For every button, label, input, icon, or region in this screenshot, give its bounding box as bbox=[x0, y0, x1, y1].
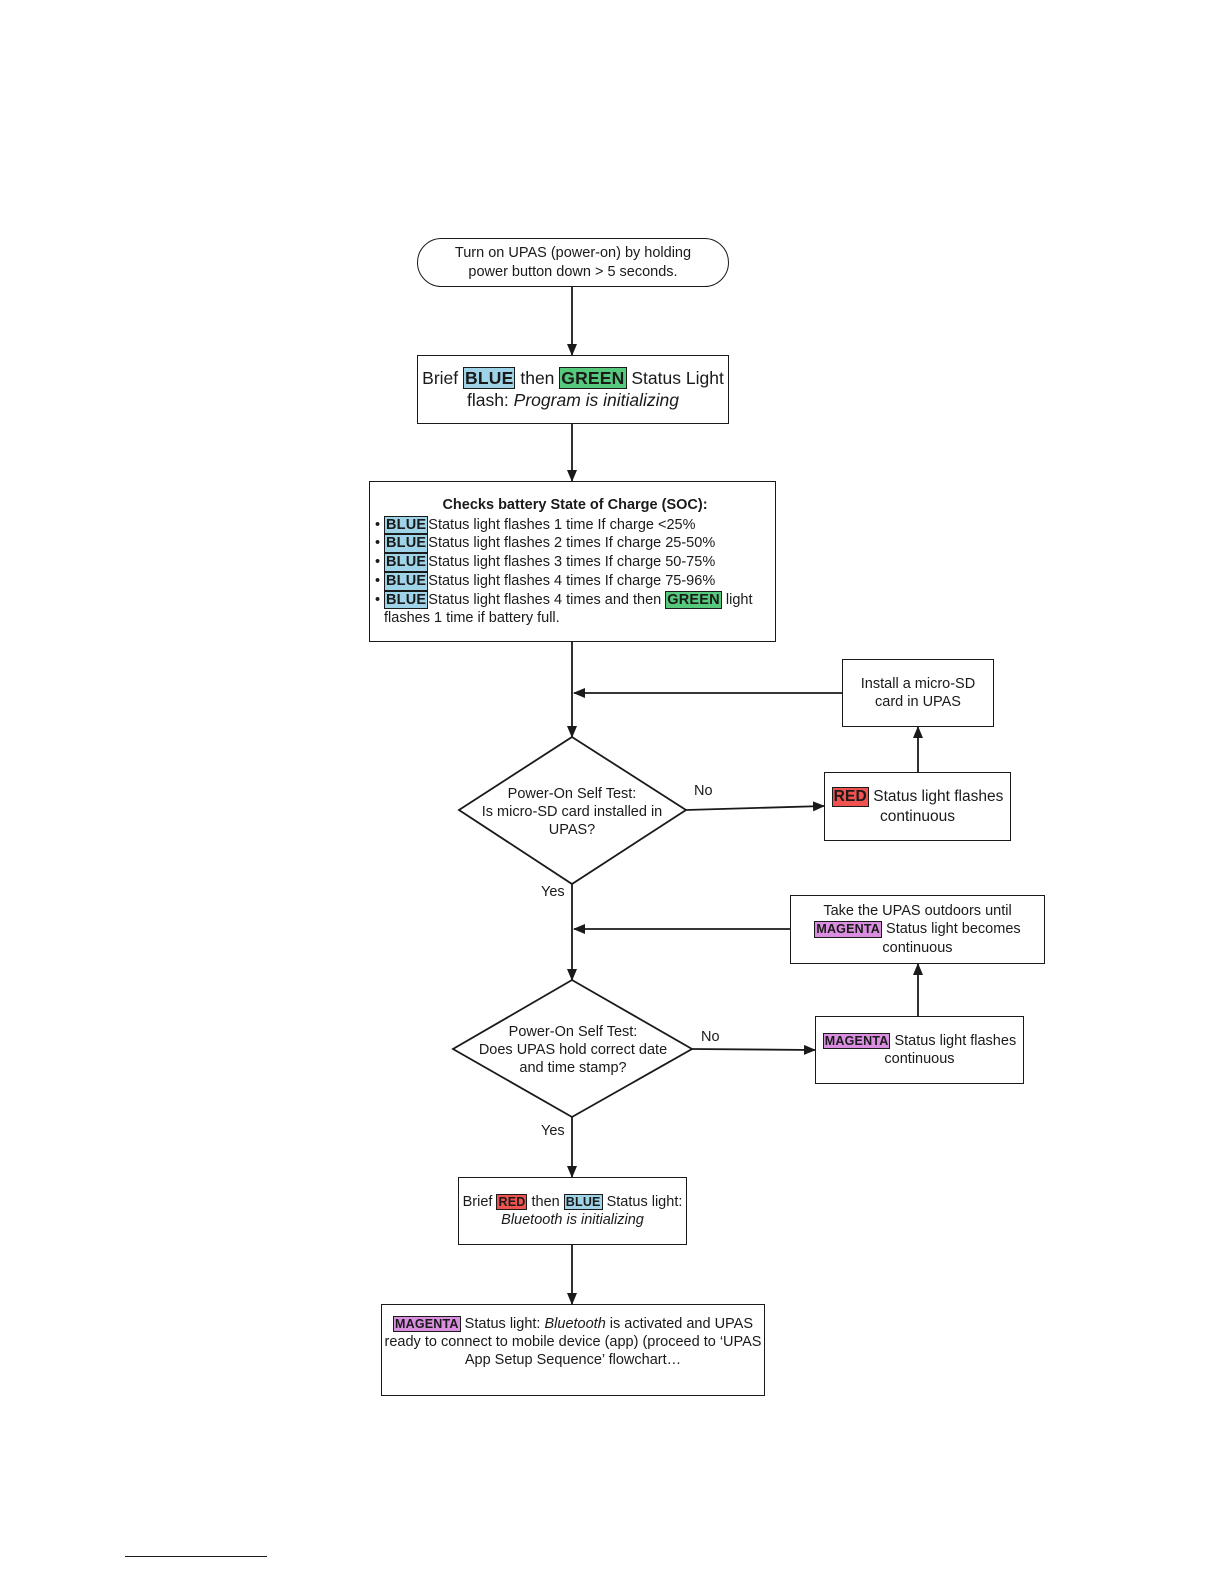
ready-line-2: ready to connect to mobile device (app) … bbox=[384, 1334, 762, 1351]
ready-post: is activated and UPAS bbox=[605, 1316, 753, 1332]
date-decision-line-2: Does UPAS hold correct date bbox=[478, 1041, 668, 1058]
init-mid: then bbox=[515, 368, 560, 389]
init-line2-italic: Program is initializing bbox=[513, 390, 680, 410]
bt-init-pre: Brief bbox=[462, 1193, 497, 1210]
soc-item-text-2: light bbox=[721, 591, 753, 608]
green-tag: GREEN bbox=[559, 367, 627, 390]
date-no-label: No bbox=[701, 1029, 720, 1045]
start-line-1: Turn on UPAS (power-on) by holding bbox=[454, 245, 692, 262]
soc-item-text: Status light flashes 1 time If charge <2… bbox=[428, 516, 696, 533]
init-line2-pre: flash: bbox=[466, 390, 514, 410]
date-error-line-2: continuous bbox=[884, 1051, 955, 1067]
sd-error-text: Status light flashes bbox=[868, 787, 1004, 805]
blue-tag: BLUE bbox=[384, 571, 429, 591]
bt-init-node: Brief RED then BLUE Status light: Blueto… bbox=[458, 1177, 687, 1245]
outdoors-text: Status light becomes bbox=[882, 921, 1021, 938]
ready-italic: Bluetooth bbox=[544, 1316, 606, 1332]
blue-tag: BLUE bbox=[384, 590, 429, 610]
outdoors-line-2: MAGENTA Status light becomes bbox=[814, 920, 1021, 938]
red-tag: RED bbox=[831, 786, 869, 807]
red-tag: RED bbox=[496, 1193, 528, 1211]
outdoors-line-1: Take the UPAS outdoors until bbox=[823, 903, 1012, 920]
bt-init-line-1: Brief RED then BLUE Status light: bbox=[462, 1193, 683, 1211]
edge-sd-no bbox=[685, 801, 825, 812]
date-decision-diamond bbox=[451, 978, 694, 1119]
footnote-separator bbox=[125, 1556, 267, 1557]
date-decision-line-1: Power-On Self Test: bbox=[508, 1023, 638, 1040]
magenta-tag: MAGENTA bbox=[822, 1032, 891, 1050]
bt-init-line-2: Bluetooth is initializing bbox=[501, 1211, 644, 1229]
date-decision-text: Power-On Self Test: Does UPAS hold corre… bbox=[462, 1018, 684, 1082]
soc-node: Checks battery State of Charge (SOC): •B… bbox=[369, 481, 776, 642]
blue-tag: BLUE bbox=[384, 553, 429, 572]
init-line-1: Brief BLUE then GREEN Status Light bbox=[422, 367, 724, 390]
soc-item-text: Status light flashes 2 times If charge 2… bbox=[428, 535, 716, 552]
date-decision-line-3: and time stamp? bbox=[519, 1060, 627, 1077]
sd-decision-line-1: Power-On Self Test: bbox=[507, 785, 637, 802]
blue-tag: BLUE bbox=[384, 515, 429, 535]
soc-item-text: Status light flashes 3 times If charge 5… bbox=[428, 554, 716, 571]
sd-decision-line-3: UPAS? bbox=[548, 822, 596, 839]
bt-init-line2-post: is initializing bbox=[562, 1212, 644, 1228]
soc-last-line: flashes 1 time if battery full. bbox=[384, 610, 560, 627]
start-line-2: power button down > 5 seconds. bbox=[468, 263, 678, 280]
edge-date-no bbox=[691, 1044, 816, 1055]
date-error-node: MAGENTA Status light flashes continuous bbox=[815, 1016, 1024, 1084]
sd-error-line-2: continuous bbox=[880, 807, 955, 825]
sd-yes-label: Yes bbox=[541, 884, 565, 900]
install-line-2: card in UPAS bbox=[875, 694, 961, 710]
init-pre: Brief bbox=[422, 368, 464, 389]
ready-pre: Status light: bbox=[460, 1316, 545, 1332]
install-line-1: Install a micro-SD bbox=[860, 675, 976, 692]
init-line-2: flash: Program is initializing bbox=[467, 390, 679, 412]
green-tag: GREEN bbox=[665, 590, 722, 610]
sd-decision-text: Power-On Self Test: Is micro-SD card ins… bbox=[464, 780, 680, 844]
start-node: Turn on UPAS (power-on) by holding power… bbox=[417, 238, 729, 287]
date-yes-label: Yes bbox=[541, 1123, 565, 1139]
magenta-tag: MAGENTA bbox=[392, 1316, 461, 1333]
sd-decision-diamond bbox=[457, 735, 688, 886]
soc-item-text: Status light flashes 4 times and then bbox=[428, 591, 666, 608]
date-error-text: Status light flashes bbox=[890, 1032, 1017, 1049]
install-sd-node: Install a micro-SD card in UPAS bbox=[842, 659, 994, 727]
blue-tag: BLUE bbox=[384, 534, 429, 554]
soc-item-text: Status light flashes 4 times If charge 7… bbox=[428, 572, 716, 589]
bt-init-italic: Bluetooth bbox=[501, 1212, 563, 1228]
outdoors-node: Take the UPAS outdoors until MAGENTA Sta… bbox=[790, 895, 1045, 964]
sd-error-line-1: RED Status light flashes bbox=[831, 786, 1004, 807]
ready-line-1: MAGENTA Status light: Bluetooth is activ… bbox=[392, 1315, 753, 1333]
init-node: Brief BLUE then GREEN Status Light flash… bbox=[417, 355, 729, 424]
soc-title: Checks battery State of Charge (SOC): bbox=[442, 496, 708, 513]
bt-init-post: Status light: bbox=[602, 1193, 683, 1210]
soc-item-continuation: flashes 1 time if battery full. bbox=[375, 609, 752, 627]
blue-tag: BLUE bbox=[463, 367, 516, 390]
magenta-tag: MAGENTA bbox=[814, 921, 883, 938]
bt-init-mid: then bbox=[527, 1193, 564, 1210]
sd-no-label: No bbox=[694, 783, 713, 799]
ready-line-3: App Setup Sequence’ flowchart… bbox=[464, 1352, 682, 1369]
sd-error-node: RED Status light flashes continuous bbox=[824, 772, 1011, 841]
sd-decision-line-2: Is micro-SD card installed in bbox=[481, 803, 663, 820]
ready-node: MAGENTA Status light: Bluetooth is activ… bbox=[381, 1304, 765, 1396]
init-post: Status Light bbox=[626, 368, 724, 389]
blue-tag: BLUE bbox=[563, 1193, 603, 1211]
outdoors-line-3: continuous bbox=[882, 939, 953, 956]
date-error-line-1: MAGENTA Status light flashes bbox=[822, 1032, 1017, 1050]
